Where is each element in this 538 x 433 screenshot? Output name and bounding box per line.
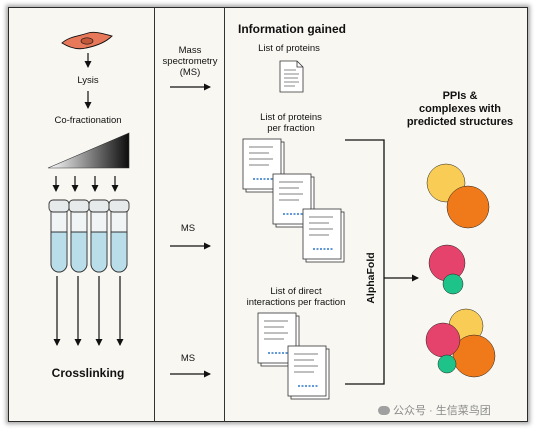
result-label: PPIs & complexes with predicted structur… [406,90,514,128]
complex-2 [428,244,466,295]
cell-icon [61,31,113,50]
complex-3 [425,308,496,378]
panel-title: Information gained [238,22,346,36]
ms-top-label: Mass spectrometry (MS) [162,45,218,78]
cofractionation-label: Co-fractionation [54,115,122,126]
watermark: 公众号 · 生信菜鸟团 [378,402,491,418]
alphafold-label: AlphaFold [365,252,377,304]
document-icon [287,345,330,400]
column-divider-1 [154,7,156,422]
gradient-wedge [47,132,130,169]
list-per-fraction-label: List of proteins per fraction [260,112,322,134]
document-icon [302,208,345,263]
lysis-label: Lysis [77,75,99,86]
tube-output-arrows [53,276,124,346]
ms-bottom-label: MS [180,353,196,364]
tube-input-arrows [52,176,119,192]
watermark-text: 公众号 · 生信菜鸟团 [393,405,491,417]
document-icon-single [279,60,304,93]
ms-mid-label: MS [180,223,196,234]
alphafold-bracket [345,139,385,385]
fraction-documents [242,138,345,400]
list-proteins-label: List of proteins [258,43,320,54]
column-divider-2 [224,7,226,422]
wechat-icon [378,406,390,415]
list-direct-label: List of direct interactions per fraction [246,286,346,308]
complex-1 [426,163,490,229]
test-tubes [48,199,130,273]
crosslinking-label: Crosslinking [51,366,125,380]
